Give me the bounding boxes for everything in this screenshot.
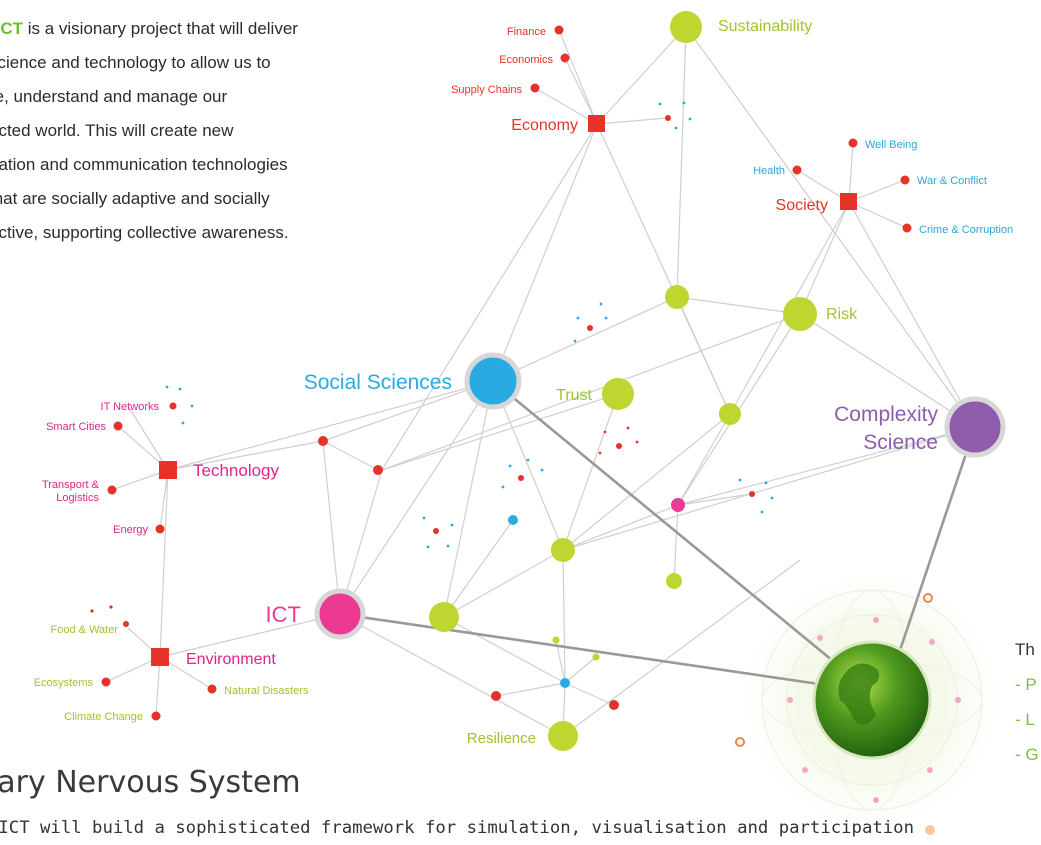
technology-square <box>159 461 177 479</box>
smart-cities-label: Smart Cities <box>46 421 106 433</box>
social-sciences-node <box>464 352 522 410</box>
sustainability-label: Sustainability <box>718 18 812 35</box>
ict-node <box>314 588 366 640</box>
globe-dots <box>735 593 961 835</box>
leaf-dots <box>101 25 912 721</box>
side-list-item: - L <box>1015 710 1035 729</box>
intro-paragraph: rICT is a visionary project that will de… <box>0 0 440 300</box>
transport-label-2: Logistics <box>56 492 99 504</box>
green-nodes <box>429 11 817 751</box>
intro-line-5: nation and communication technologies <box>0 155 288 174</box>
globe-icon <box>812 640 932 760</box>
natural-disasters-label: Natural Disasters <box>224 685 309 697</box>
health-label: Health <box>753 165 785 177</box>
complexity-label-1: Complexity <box>834 403 938 426</box>
resilience-node <box>548 721 578 751</box>
economy-label: Economy <box>511 117 578 134</box>
complexity-label-2: Science <box>863 431 938 454</box>
social-sciences-label: Social Sciences <box>304 371 452 394</box>
finance-label: Finance <box>507 26 546 38</box>
intro-line-4: ected world. This will create new <box>0 121 234 140</box>
environment-square <box>151 648 169 666</box>
economy-square <box>588 115 605 132</box>
sustainability-node <box>670 11 702 43</box>
environment-label: Environment <box>186 651 276 668</box>
intro-line-1: rICT is a visionary project that will de… <box>0 12 440 46</box>
section-title: netary Nervous System <box>0 765 300 800</box>
food-water-label: Food & Water <box>51 624 119 636</box>
side-list-item: - G <box>1015 745 1039 764</box>
side-list-item: - P <box>1015 675 1037 694</box>
ict-label: ICT <box>266 602 301 627</box>
side-list-head: Th <box>1015 640 1035 659</box>
it-networks-label: IT Networks <box>101 401 160 413</box>
risk-label: Risk <box>826 306 858 323</box>
society-label: Society <box>776 197 828 214</box>
globe-links <box>339 379 977 692</box>
side-list: Th - P - L - G <box>1015 632 1041 772</box>
energy-label: Energy <box>113 524 148 536</box>
risk-node <box>783 297 817 331</box>
intro-line-3: re, understand and manage our <box>0 87 228 106</box>
well-being-label: Well Being <box>865 139 917 151</box>
trust-node <box>602 378 634 410</box>
intro-brand: rICT <box>0 19 23 38</box>
economics-label: Economics <box>499 54 553 66</box>
war-conflict-label: War & Conflict <box>917 175 987 187</box>
trust-label: Trust <box>556 387 592 404</box>
intro-line-1-rest: is a visionary project that will deliver <box>23 19 298 38</box>
technology-label: Technology <box>193 461 280 480</box>
intro-line-7: active, supporting collective awareness. <box>0 223 289 242</box>
resilience-label: Resilience <box>467 730 536 747</box>
category-squares <box>151 115 857 666</box>
intro-line-2: science and technology to allow us to <box>0 53 271 72</box>
small-clusters <box>90 101 774 710</box>
intro-line-6: that are socially adaptive and socially <box>0 189 270 208</box>
hub-nodes <box>314 352 1006 760</box>
transport-label-1: Transport & <box>42 479 100 491</box>
crime-corruption-label: Crime & Corruption <box>919 224 1013 236</box>
supply-chains-label: Supply Chains <box>451 84 522 96</box>
society-square <box>840 193 857 210</box>
ecosystems-label: Ecosystems <box>34 677 94 689</box>
footer-text: rICT will build a sophisticated framewor… <box>0 818 914 838</box>
complexity-node <box>944 396 1006 458</box>
climate-change-label: Climate Change <box>64 711 143 723</box>
